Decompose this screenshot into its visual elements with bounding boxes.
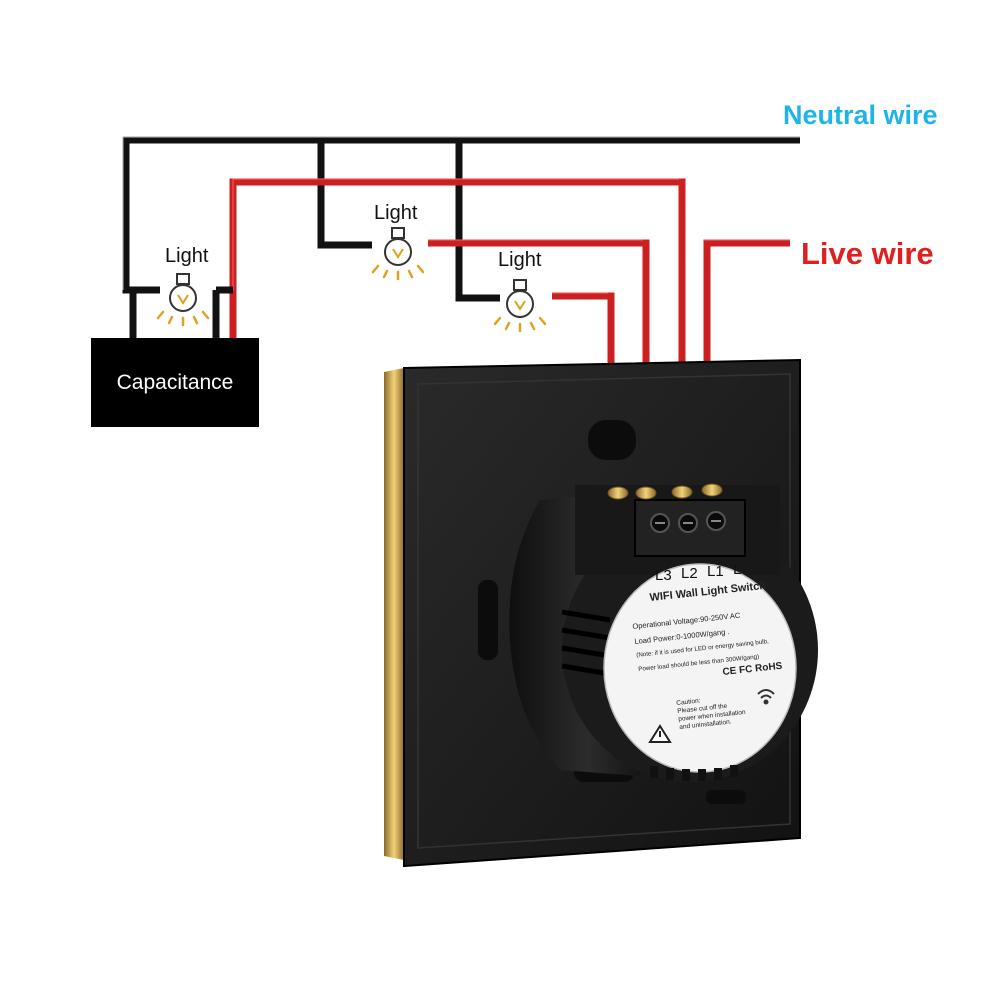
capacitance-box: Capacitance [91,338,259,427]
terminal-l: L [733,561,742,578]
switch-module [509,483,818,782]
bulb-icon [156,273,210,327]
neutral-branch-light3 [455,140,500,302]
bulb-icon [371,227,425,281]
light-label-2: Light [374,202,418,224]
bulb-icon [493,279,547,333]
live-wire-label: Live wire [801,236,934,271]
neutral-wire-label: Neutral wire [783,100,938,130]
light-label-1: Light [165,245,209,267]
wifi-icon [757,689,775,705]
terminal-l1: L1 [707,563,724,580]
neutral-branch-light2 [317,140,372,249]
capacitance-label: Capacitance [116,371,234,394]
light-label-3: Light [498,249,542,271]
neutral-wires [122,136,800,338]
neutral-main-wire [122,136,800,338]
terminal-l3: L3 [655,567,672,584]
terminal-l2: L2 [681,565,698,582]
